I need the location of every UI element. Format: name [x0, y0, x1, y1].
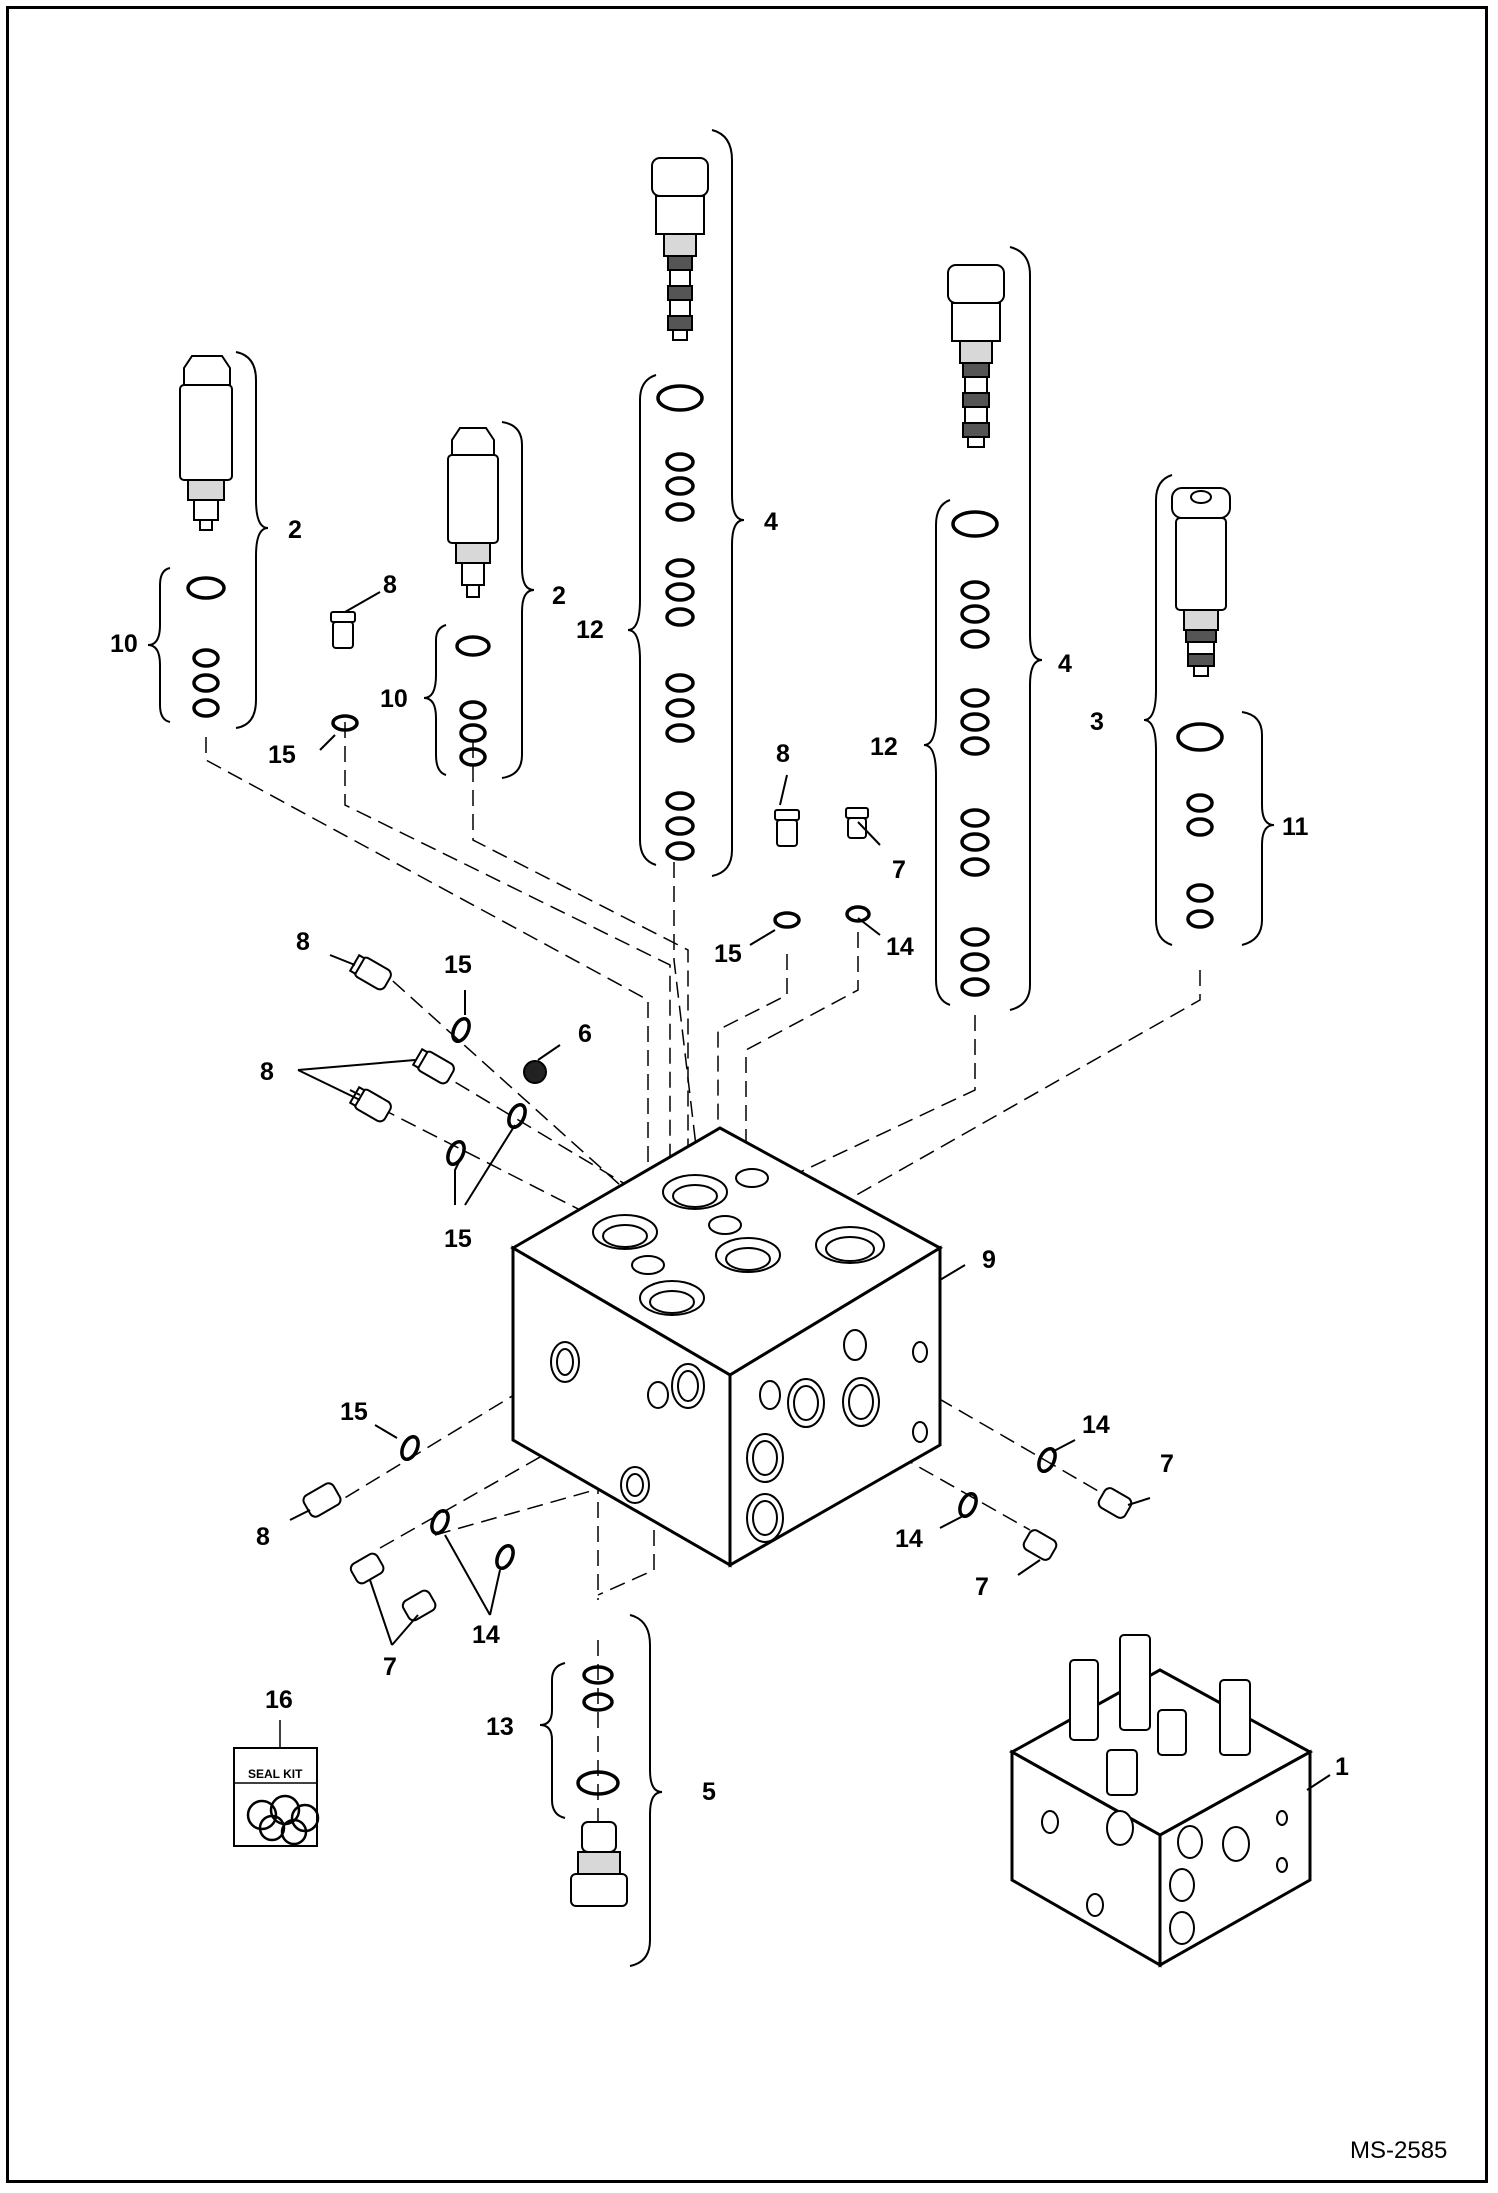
- drawing-code: MS-2585: [1350, 2137, 1447, 2164]
- callout-10a: 10: [110, 630, 138, 658]
- manifold-block: [510, 1126, 944, 1568]
- callout-4b: 4: [1058, 650, 1072, 678]
- seal-kit-label: SEAL KIT: [248, 1767, 303, 1781]
- callout-5: 5: [702, 1778, 716, 1806]
- assembly-lines: [205, 722, 1201, 1830]
- relief-valve-cartridge-left: [179, 355, 233, 718]
- callout-labels: 1 2 2 3 4 4 5 6 7 7 7 7 8 8 8 8 8 9 10 1…: [110, 508, 1349, 1806]
- callout-9: 9: [982, 1246, 996, 1274]
- callout-15c: 15: [444, 951, 472, 979]
- pressure-valve-cartridge-right: [947, 264, 1005, 997]
- assembled-manifold-view: [1008, 1634, 1314, 1968]
- callout-16: 16: [265, 1686, 293, 1714]
- callout-1: 1: [1335, 1753, 1349, 1781]
- callout-14c: 14: [895, 1525, 923, 1553]
- callout-14b: 14: [1082, 1411, 1110, 1439]
- callout-14a: 14: [886, 933, 914, 961]
- check-valve-cartridge-right: [1171, 487, 1231, 929]
- callout-7b: 7: [1160, 1450, 1174, 1478]
- callout-15d: 15: [444, 1225, 472, 1253]
- callout-15a: 15: [268, 741, 296, 769]
- relief-valve-cartridge-center-left: [447, 427, 499, 767]
- callout-15b: 15: [714, 940, 742, 968]
- callout-15e: 15: [340, 1398, 368, 1426]
- grouping-braces: [147, 129, 1275, 1967]
- callout-2a: 2: [288, 516, 302, 544]
- callout-10b: 10: [380, 685, 408, 713]
- callout-7c: 7: [975, 1573, 989, 1601]
- callout-12a: 12: [576, 616, 604, 644]
- callout-6: 6: [578, 1020, 592, 1048]
- callout-8a: 8: [383, 571, 397, 599]
- callout-14d: 14: [472, 1621, 500, 1649]
- callout-4a: 4: [764, 508, 778, 536]
- callout-7a: 7: [892, 856, 906, 884]
- plugs-and-orings: [302, 611, 1133, 1907]
- callout-3: 3: [1090, 708, 1104, 736]
- callout-11: 11: [1282, 813, 1309, 841]
- callout-2b: 2: [552, 582, 566, 610]
- callout-12b: 12: [870, 733, 898, 761]
- callout-13: 13: [486, 1713, 514, 1741]
- callout-7d: 7: [383, 1653, 397, 1681]
- callout-8b: 8: [776, 740, 790, 768]
- seal-kit-box: [233, 1720, 320, 1847]
- callout-8e: 8: [256, 1523, 270, 1551]
- callout-8d: 8: [260, 1058, 274, 1086]
- callout-8c: 8: [296, 928, 310, 956]
- callout-leaders: [289, 591, 1331, 1791]
- pressure-valve-cartridge-top: [651, 157, 709, 861]
